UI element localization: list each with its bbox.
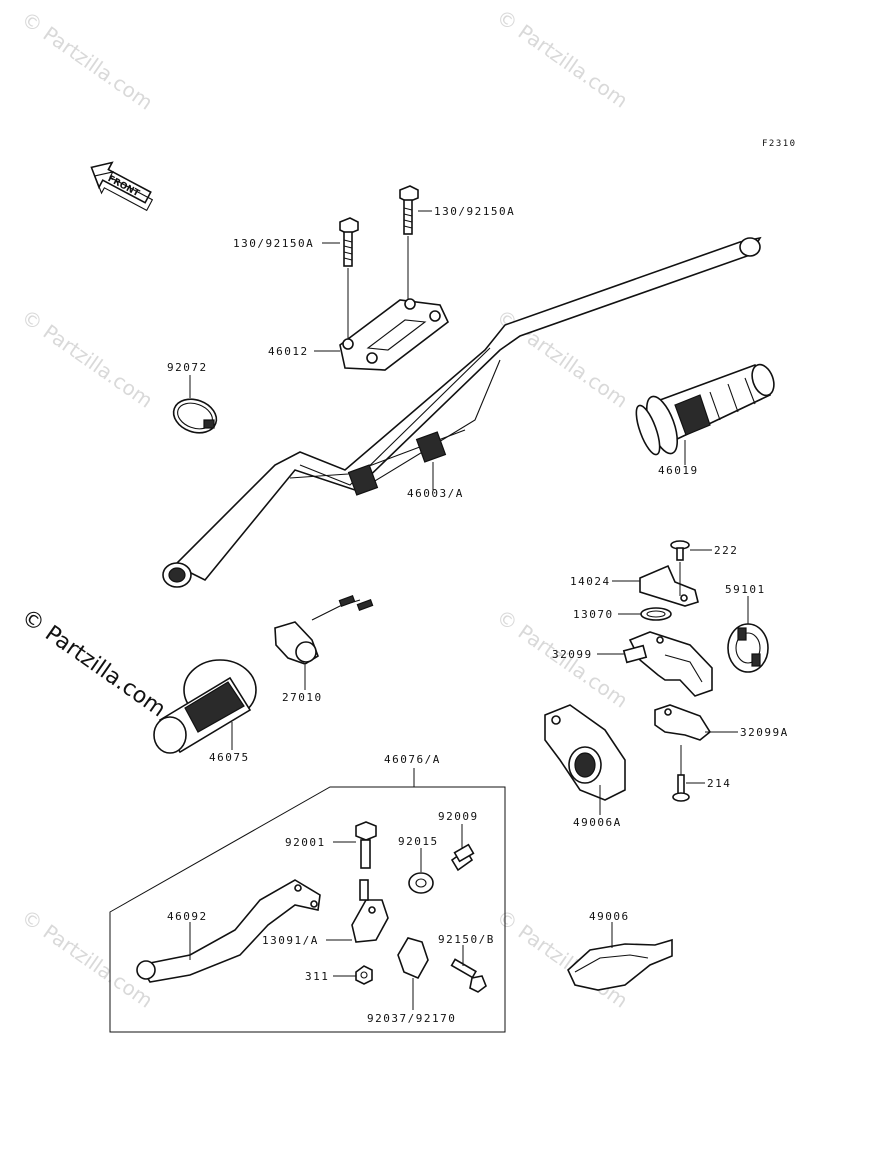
label-13091: 13091/A xyxy=(262,934,319,947)
bolt-icon xyxy=(450,958,487,993)
watermark: © Partzilla.com xyxy=(17,904,157,1012)
label-92001: 92001 xyxy=(285,836,326,849)
label-59101: 59101 xyxy=(725,583,766,596)
label-46075: 46075 xyxy=(209,751,250,764)
nut-icon xyxy=(355,965,373,985)
label-92009: 92009 xyxy=(438,810,479,823)
lever-clamp xyxy=(397,937,429,980)
label-27010: 27010 xyxy=(282,691,323,704)
handlebar xyxy=(162,236,762,588)
watermark: © Partzilla.com xyxy=(17,304,157,412)
clutch-lever xyxy=(136,879,321,983)
label-92037-92170: 92037/92170 xyxy=(367,1012,456,1025)
figure-code: F2310 xyxy=(762,139,797,149)
adjuster-bolt xyxy=(450,843,475,872)
cover-plate xyxy=(639,562,699,607)
throttle-grip xyxy=(635,363,775,456)
label-13070: 13070 xyxy=(573,608,614,621)
kill-switch xyxy=(274,595,374,665)
label-46019: 46019 xyxy=(658,464,699,477)
watermark-main: © Partzilla.com xyxy=(17,604,170,722)
label-214: 214 xyxy=(707,777,731,790)
label-46092: 46092 xyxy=(167,910,208,923)
label-92015: 92015 xyxy=(398,835,439,848)
label-49006: 49006 xyxy=(589,910,630,923)
label-14024: 14024 xyxy=(570,575,611,588)
label-92150b: 92150/B xyxy=(438,933,495,946)
bolt-icon xyxy=(339,217,359,267)
washer xyxy=(640,607,672,621)
front-arrow-icon: FRONT xyxy=(90,161,154,212)
screw-icon xyxy=(672,774,690,802)
label-32099: 32099 xyxy=(552,648,593,661)
label-311: 311 xyxy=(305,970,329,983)
clamp-ring xyxy=(172,398,218,434)
lever-bracket xyxy=(351,879,389,943)
handlebar-clamp xyxy=(339,298,449,371)
label-130-92150a-left: 130/92150A xyxy=(233,237,314,250)
label-32099a: 32099A xyxy=(740,726,789,739)
throttle-cover xyxy=(544,704,626,801)
left-grip xyxy=(153,659,257,754)
bolt-icon xyxy=(355,821,377,869)
label-46012: 46012 xyxy=(268,345,309,358)
label-49006a: 49006A xyxy=(573,816,622,829)
throttle-pulley xyxy=(727,623,769,673)
watermark: © Partzilla.com xyxy=(17,6,157,114)
label-46003: 46003/A xyxy=(407,487,464,500)
label-130-92150a-right: 130/92150A xyxy=(434,205,515,218)
throttle-housing-lower xyxy=(654,704,712,741)
label-46076-group: 46076/A xyxy=(384,753,441,766)
throttle-housing-upper xyxy=(622,631,713,697)
screw-icon xyxy=(670,540,690,561)
bolt-icon xyxy=(399,185,419,235)
assembly-group-box xyxy=(109,786,506,1033)
lock-nut xyxy=(408,872,434,894)
watermarks: © Partzilla.com © Partzilla.com © Partzi… xyxy=(17,4,633,1012)
lever-boot xyxy=(567,938,673,991)
label-222: 222 xyxy=(714,544,738,557)
watermark: © Partzilla.com xyxy=(492,4,632,112)
label-92072: 92072 xyxy=(167,361,208,374)
